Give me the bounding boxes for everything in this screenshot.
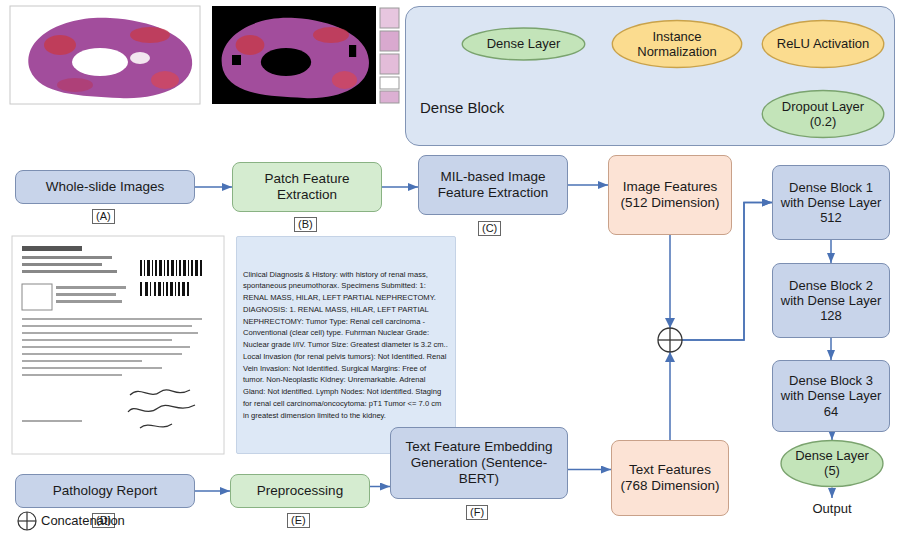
node-label: Dropout Layer (0.2) [776, 99, 870, 130]
node-label: Pathology Report [22, 483, 188, 499]
dense-block-panel: Dense Block Dense Layer Instance Normaliza… [405, 6, 895, 146]
feature-box: Text Features (768 Dimension) [611, 440, 729, 516]
node-label: Dense Block 3 with Dense Layer 64 [779, 373, 883, 419]
node-label: Preprocessing [237, 483, 363, 499]
flow-arrow [382, 186, 418, 188]
layer-ellipse: Instance Normalization [611, 19, 743, 69]
callout-letter: (B) [294, 217, 317, 232]
node-text-holder: Pathology Report [22, 483, 188, 499]
node-text-holder: Image Features (512 Dimension) [615, 179, 725, 211]
report-text: Clinical Diagnosis & History: with histo… [243, 269, 449, 422]
scanned-report-image [12, 236, 224, 454]
node-text-holder: Dropout Layer (0.2) [776, 99, 870, 130]
layer-ellipse: Dense Layer [461, 27, 586, 61]
patched-slide-image [212, 6, 399, 104]
node-text-holder: Patch Feature Extraction [239, 171, 375, 203]
node-text-holder: Dense Block 1 with Dense Layer 512 [779, 180, 883, 226]
node-label: Dense Block 2 with Dense Layer 128 [779, 278, 883, 324]
flow-arrow [195, 490, 230, 492]
process-box: Text Feature Embedding Generation (Sente… [390, 427, 568, 499]
node-text-holder: Dense Layer (5) [792, 448, 872, 479]
legend-text: Concatenation [41, 513, 125, 529]
node-label: Instance Normalization [627, 29, 727, 60]
node-text-holder: Whole-slide Images [22, 179, 188, 195]
node-text-holder: Preprocessing [237, 483, 363, 499]
node-label: Image Features (512 Dimension) [615, 179, 725, 211]
flow-arrow [195, 186, 232, 188]
node-label: Dense Layer [476, 36, 571, 51]
node-label: Whole-slide Images [22, 179, 188, 195]
node-text-holder: Text Feature Embedding Generation (Sente… [397, 439, 561, 487]
flow-arrow [670, 203, 772, 441]
callout-letter: (C) [478, 221, 501, 236]
output-arrow [831, 488, 833, 499]
whole-slide-image [10, 6, 200, 104]
node-label: Dense Layer (5) [792, 448, 872, 479]
flow-arrow [568, 184, 608, 186]
dense-block-box: Dense Block 3 with Dense Layer 64 [772, 360, 890, 432]
callout-letter: (F) [466, 505, 488, 520]
node-text-holder: Text Features (768 Dimension) [618, 462, 722, 494]
callout-letter: (E) [287, 513, 310, 528]
layer-ellipse: ReLU Activation [761, 19, 885, 69]
node-label: Patch Feature Extraction [239, 171, 375, 203]
process-box: Preprocessing [230, 474, 370, 508]
panel-heading: Dense Block [420, 99, 504, 116]
process-box: Pathology Report [15, 474, 195, 508]
node-label: Text Features (768 Dimension) [618, 462, 722, 494]
layer-ellipse: Dropout Layer (0.2) [761, 89, 885, 139]
legend-concatenation-symbol [18, 512, 36, 530]
flow-arrow [830, 338, 832, 360]
dense-block-box: Dense Block 2 with Dense Layer 128 [772, 263, 890, 338]
node-text-holder: Dense Layer [476, 36, 571, 51]
process-box: Whole-slide Images [15, 170, 195, 204]
node-text-holder: Dense Block 3 with Dense Layer 64 [779, 373, 883, 419]
node-label: Text Feature Embedding Generation (Sente… [397, 439, 561, 487]
dense-block-box: Dense Block 1 with Dense Layer 512 [772, 165, 890, 240]
process-box: MIL-based Image Feature Extraction [418, 155, 568, 215]
node-text-holder: MIL-based Image Feature Extraction [425, 169, 561, 201]
node-text-holder: Dense Block 2 with Dense Layer 128 [779, 278, 883, 324]
concatenation-symbol [658, 318, 682, 362]
callout-letter: (A) [92, 209, 115, 224]
node-text-holder: Clinical Diagnosis & History: with histo… [243, 269, 449, 422]
node-label: MIL-based Image Feature Extraction [425, 169, 561, 201]
output-layer-ellipse: Dense Layer (5) [780, 439, 884, 488]
node-label: Dense Block 1 with Dense Layer 512 [779, 180, 883, 226]
flow-arrow [831, 432, 833, 440]
output-label: Output [812, 501, 851, 517]
flow-arrow [830, 240, 832, 263]
report-text-box: Clinical Diagnosis & History: with histo… [236, 236, 456, 454]
process-box: Patch Feature Extraction [232, 162, 382, 212]
flow-arrow [568, 469, 611, 471]
node-label: ReLU Activation [776, 36, 870, 51]
node-text-holder: Instance Normalization [627, 29, 727, 60]
feature-box: Image Features (512 Dimension) [608, 155, 732, 235]
node-text-holder: ReLU Activation [776, 36, 870, 51]
flow-arrow [370, 486, 390, 488]
